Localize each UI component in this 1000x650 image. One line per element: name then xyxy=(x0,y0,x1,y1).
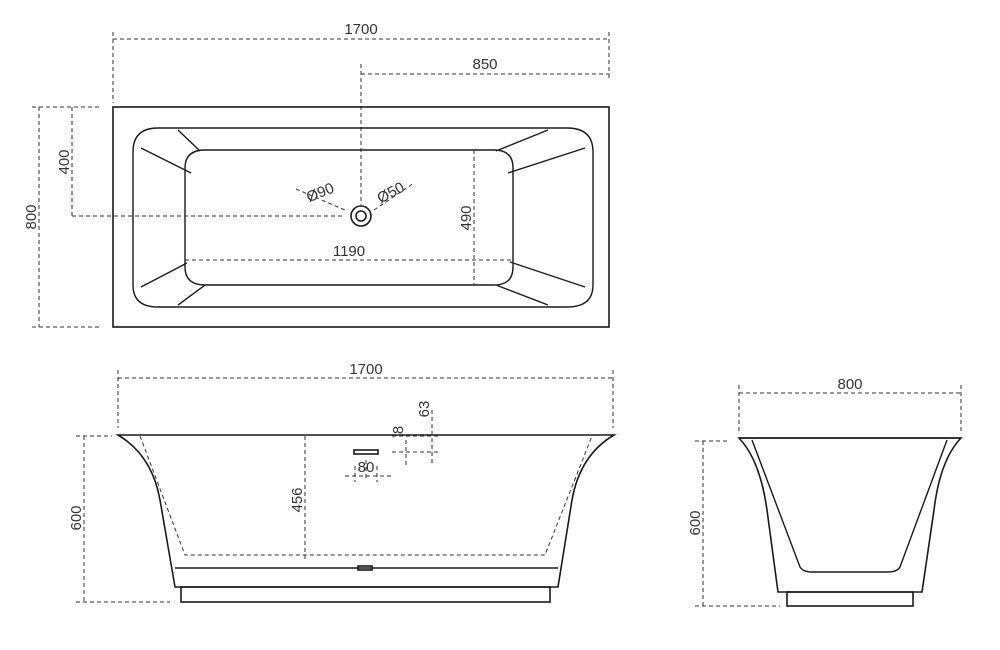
top-length-label: 1700 xyxy=(344,21,377,38)
corner-slope-tr2 xyxy=(495,129,549,152)
corner-slope-br2 xyxy=(495,284,549,306)
corner-slope-tl2 xyxy=(177,129,201,152)
corner-slope-tl xyxy=(140,147,192,174)
front-view: 1700 456 80 8 63 600 xyxy=(68,361,617,603)
front-plinth xyxy=(180,586,551,603)
side-width-label: 800 xyxy=(837,376,862,393)
drain-offset-label: 850 xyxy=(472,56,497,73)
drain-outer-circle xyxy=(350,205,372,227)
front-drain-nub xyxy=(357,565,373,571)
diameter-90-leader xyxy=(295,188,346,211)
inner-length-label: 1190 xyxy=(333,243,365,260)
diameter-50-label: Ø50 xyxy=(374,179,407,207)
corner-slope-bl xyxy=(140,262,188,288)
front-hidden-basin xyxy=(139,435,593,556)
corner-slope-bl2 xyxy=(177,284,206,306)
diameter-90-label: Ø90 xyxy=(304,180,337,206)
front-height-label: 600 xyxy=(68,505,85,530)
top-view: 1700 850 800 400 Ø90 Ø50 xyxy=(23,21,610,328)
inner-width-label: 490 xyxy=(458,205,475,230)
front-length-label: 1700 xyxy=(349,361,382,378)
front-outer-profile xyxy=(115,434,617,588)
corner-slope-tr xyxy=(507,147,586,174)
overflow-width-label: 80 xyxy=(358,459,375,476)
drain-depth-label: 400 xyxy=(56,149,73,174)
side-plinth xyxy=(786,591,914,607)
side-outer-profile xyxy=(737,437,963,593)
overflow-height-label: 8 xyxy=(390,426,407,434)
side-view: 800 600 xyxy=(687,376,963,607)
overflow-offset-label: 63 xyxy=(416,401,433,418)
drain-inner-circle xyxy=(355,210,367,222)
top-basin-floor xyxy=(184,149,514,286)
side-inner-basin xyxy=(751,439,948,573)
side-height-label: 600 xyxy=(687,510,704,535)
top-basin-outline xyxy=(132,127,594,308)
inner-depth-label: 456 xyxy=(289,487,306,512)
corner-slope-br xyxy=(509,261,586,288)
top-outer-rim xyxy=(112,106,610,328)
overflow-slot xyxy=(353,449,379,455)
top-width-label: 800 xyxy=(23,204,40,229)
diameter-50-leader xyxy=(373,182,415,211)
